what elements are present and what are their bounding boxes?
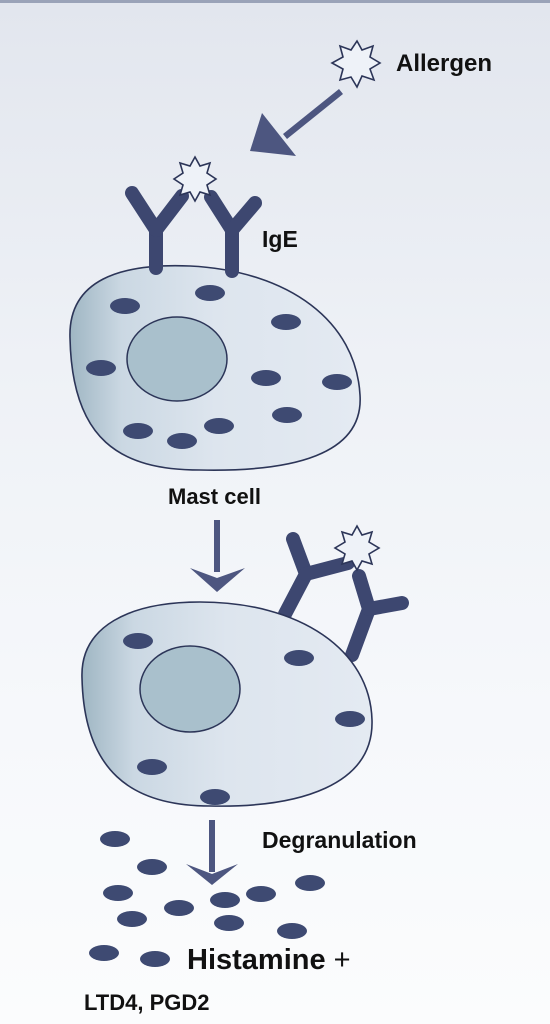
plus-sign: + <box>333 944 351 976</box>
arrow-allergen-to-ige <box>250 89 343 156</box>
mediators-label: LTD4, PGD2 <box>84 990 210 1015</box>
granules-cell-1 <box>86 285 352 449</box>
nucleus-2 <box>139 645 241 733</box>
ige-antibodies <box>125 186 262 278</box>
histamine-label: Histamine + <box>187 944 351 977</box>
nucleus-1 <box>126 316 228 402</box>
granules-cell-2 <box>123 633 365 805</box>
ige-label: IgE <box>262 226 298 252</box>
mast-cell-label: Mast cell <box>168 484 261 509</box>
degranulation-label: Degranulation <box>262 827 417 853</box>
crosslinking-allergen-icon <box>333 524 381 572</box>
bound-allergen-icon <box>172 155 218 203</box>
allergen-star-icon <box>330 39 382 89</box>
histamine-text: Histamine <box>187 944 326 976</box>
released-granules <box>89 831 325 967</box>
allergen-label: Allergen <box>396 50 493 77</box>
top-border <box>0 0 550 3</box>
arrow-to-degranulation <box>186 820 238 885</box>
arrow-to-activation <box>190 520 245 592</box>
